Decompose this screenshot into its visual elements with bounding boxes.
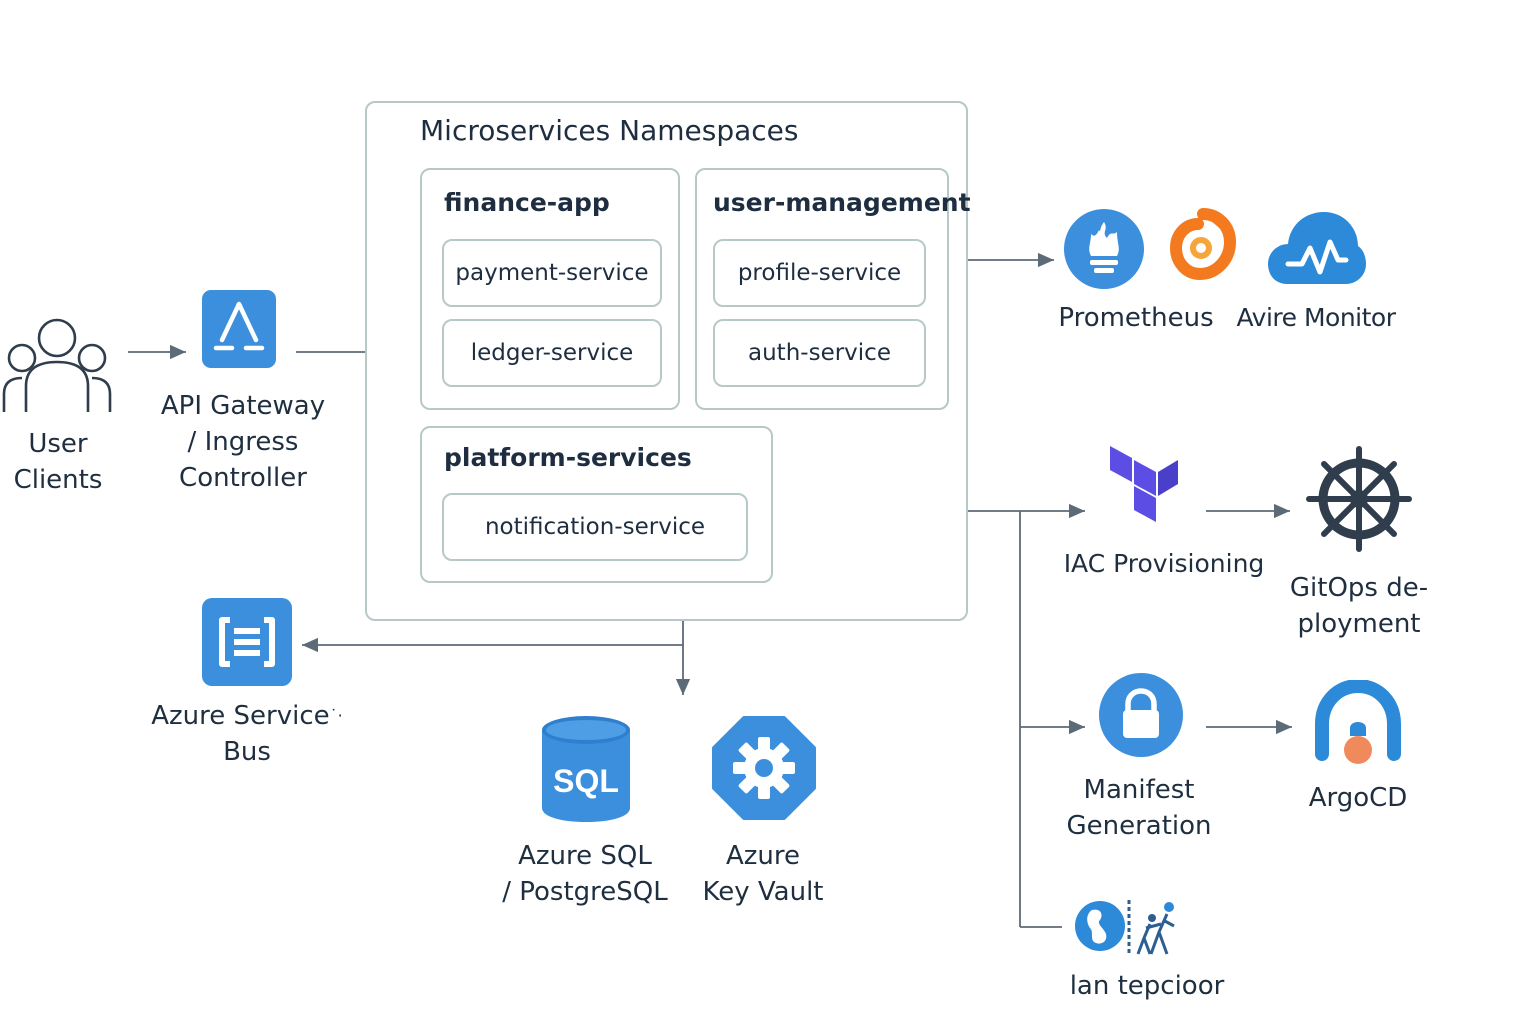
misc-label: lan tepcioor (1069, 971, 1225, 1001)
api-gateway-line3: Controller (179, 463, 307, 493)
figures-icon (1127, 900, 1175, 955)
keyvault-label: Azure Key Vault (680, 838, 846, 910)
user-clients-line1: User (28, 429, 88, 459)
servicebus-line1-suffix: ˙· (329, 706, 343, 725)
argocd-label: ArgoCD (1308, 783, 1408, 813)
user-clients-line2: Clients (13, 465, 103, 495)
azure-sql-line1: Azure SQL (518, 841, 652, 871)
helm-wheel-icon (1306, 446, 1412, 552)
sql-database-icon: SQL (542, 716, 630, 822)
globe-icon (1075, 901, 1125, 951)
keyvault-line2: Key Vault (702, 877, 824, 907)
manifest-label: Manifest Generation (1050, 772, 1228, 844)
prometheus-label: Prometheus (1058, 303, 1214, 333)
api-gateway-label: API Gateway / Ingress Controller (150, 388, 336, 496)
servicebus-label: Azure Service˙· Bus (132, 698, 362, 770)
gitops-line2: ployment (1297, 609, 1421, 639)
gitops-line1: GitOps de- (1289, 573, 1429, 603)
lock-icon (1099, 673, 1183, 757)
api-gateway-line2: / Ingress (187, 427, 299, 457)
manifest-line2: Generation (1066, 811, 1212, 841)
servicebus-line1-row: Azure Service˙· (132, 698, 362, 734)
notification-service-box[interactable]: notification-service (442, 493, 748, 561)
auth-service-box[interactable]: auth-service (713, 319, 926, 387)
profile-service-box[interactable]: profile-service (713, 239, 926, 307)
servicebus-icon (202, 598, 292, 686)
user-management-title: user-management (713, 188, 971, 217)
sql-icon-text: SQL (553, 763, 619, 799)
users-icon (2, 318, 112, 412)
api-gateway-line1: API Gateway (160, 391, 326, 421)
gitops-label: GitOps de- ployment (1270, 570, 1448, 642)
prometheus-icon (1064, 209, 1144, 289)
namespaces-title: Microservices Namespaces (420, 114, 799, 147)
manifest-line1: Manifest (1083, 775, 1195, 805)
servicebus-line1: Azure Service (151, 701, 330, 731)
azure-monitor-icon (1268, 212, 1366, 284)
grafana-icon (1170, 208, 1236, 281)
payment-service-box[interactable]: payment-service (442, 239, 662, 307)
user-clients-label: User Clients (0, 426, 116, 498)
azure-sql-line2: / PostgreSQL (502, 877, 668, 907)
platform-services-title: platform-services (444, 443, 692, 472)
keyvault-line1: Azure (725, 841, 801, 871)
azure-sql-label: Azure SQL / PostgreSQL (490, 838, 680, 910)
gateway-icon (202, 290, 276, 368)
finance-app-title: finance-app (444, 188, 610, 217)
azure-monitor-label: Avire Monitor (1236, 303, 1396, 332)
keyvault-gear-icon (712, 716, 816, 820)
ledger-service-box[interactable]: ledger-service (442, 319, 662, 387)
servicebus-line2: Bus (223, 737, 271, 767)
argocd-icon (1315, 680, 1401, 764)
terraform-icon (1110, 446, 1178, 522)
iac-label: IAC Provisioning (1063, 549, 1265, 578)
